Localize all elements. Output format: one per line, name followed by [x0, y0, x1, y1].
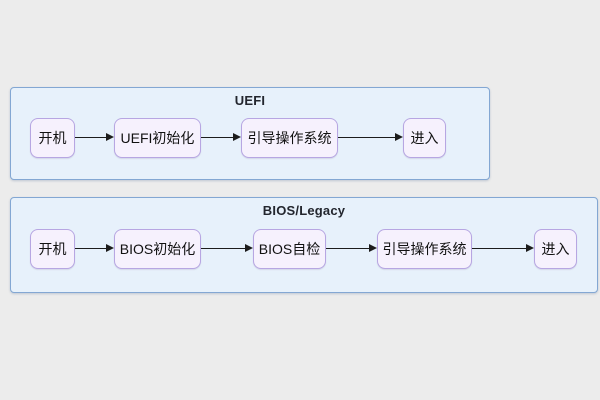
flow-arrow	[75, 133, 114, 142]
bios-node-enter: 进入	[534, 229, 577, 269]
flow-arrow	[472, 244, 534, 253]
flow-arrow	[201, 133, 241, 142]
bios-flow-panel: BIOS/Legacy 开机 BIOS初始化 BIOS自检 引导操作系统 进入	[10, 197, 598, 293]
bios-panel-title: BIOS/Legacy	[262, 203, 346, 218]
uefi-node-enter: 进入	[403, 118, 446, 158]
bios-node-bios-post: BIOS自检	[253, 229, 326, 269]
uefi-node-boot-os: 引导操作系统	[241, 118, 338, 158]
flow-arrow	[75, 244, 114, 253]
uefi-node-uefi-init: UEFI初始化	[114, 118, 201, 158]
bios-node-bios-init: BIOS初始化	[114, 229, 201, 269]
bios-node-boot-os: 引导操作系统	[377, 229, 472, 269]
uefi-node-power-on: 开机	[30, 118, 75, 158]
flow-arrow	[326, 244, 377, 253]
flow-arrow	[338, 133, 403, 142]
flow-arrow	[201, 244, 253, 253]
uefi-panel-title: UEFI	[234, 93, 266, 108]
uefi-flow-panel: UEFI 开机 UEFI初始化 引导操作系统 进入	[10, 87, 490, 180]
bios-node-power-on: 开机	[30, 229, 75, 269]
